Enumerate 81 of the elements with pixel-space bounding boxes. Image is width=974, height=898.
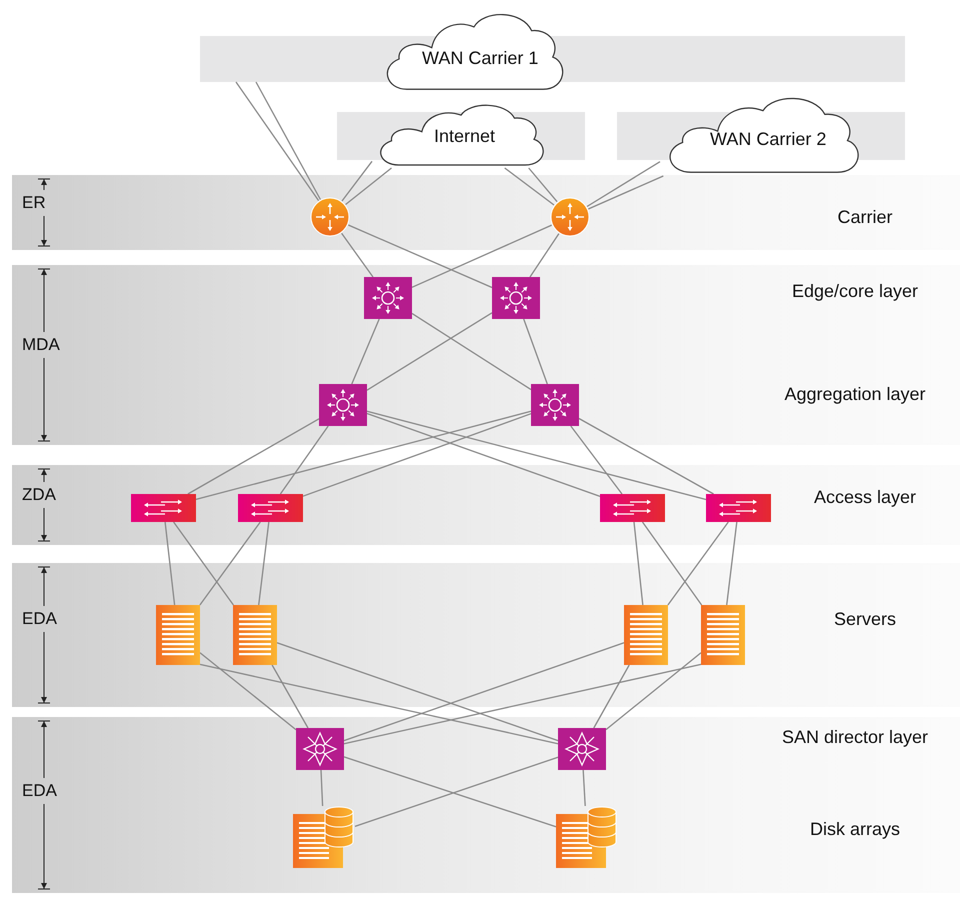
connection-line bbox=[528, 168, 558, 202]
connection-line bbox=[642, 522, 702, 606]
connection-line bbox=[582, 770, 586, 806]
connection-line bbox=[593, 664, 630, 728]
connection-line bbox=[280, 426, 329, 494]
connection-line bbox=[633, 522, 644, 606]
access-switch-icon bbox=[600, 494, 665, 522]
layer-label: SAN director layer bbox=[780, 726, 930, 748]
connection-line bbox=[578, 418, 714, 495]
layer-label: Carrier bbox=[836, 206, 894, 228]
cloud-label: WAN Carrier 1 bbox=[422, 47, 538, 69]
layer-label: Aggregation layer bbox=[783, 383, 927, 405]
layer-label: Disk arrays bbox=[808, 818, 901, 840]
connection-line bbox=[523, 318, 548, 384]
connection-line bbox=[196, 410, 532, 500]
connection-line bbox=[667, 522, 729, 606]
san-switch-icon bbox=[558, 728, 606, 770]
connection-line bbox=[366, 410, 706, 500]
connection-line bbox=[412, 224, 552, 288]
connection-line bbox=[164, 522, 176, 606]
layer-band bbox=[12, 175, 960, 250]
connection-line bbox=[606, 652, 702, 730]
connection-line bbox=[344, 642, 624, 742]
connection-line bbox=[586, 161, 660, 208]
layer-band bbox=[12, 265, 960, 445]
connection-line bbox=[188, 418, 320, 495]
connection-line bbox=[235, 82, 320, 201]
router-icon bbox=[310, 197, 350, 237]
access-switch-icon bbox=[706, 494, 771, 522]
switch-icon bbox=[492, 277, 540, 319]
cloud-label: Internet bbox=[434, 125, 496, 147]
server-icon bbox=[701, 605, 745, 665]
zone-label: MDA bbox=[22, 335, 60, 355]
switch-icon bbox=[364, 277, 412, 319]
server-icon bbox=[624, 605, 668, 665]
layer-band bbox=[12, 563, 960, 707]
connection-line bbox=[726, 522, 738, 606]
switch-icon bbox=[531, 384, 579, 426]
router-icon bbox=[550, 197, 590, 237]
server-icon bbox=[156, 605, 200, 665]
connection-line bbox=[302, 413, 532, 497]
disk-array-icon bbox=[293, 806, 355, 868]
layer-band bbox=[12, 465, 960, 545]
connection-line bbox=[173, 522, 234, 606]
layer-band bbox=[12, 717, 960, 893]
connection-line bbox=[320, 770, 324, 806]
connection-line bbox=[529, 233, 560, 278]
network-strip bbox=[200, 36, 378, 82]
connection-line bbox=[200, 664, 558, 744]
disk-array-icon bbox=[556, 806, 618, 868]
access-switch-icon bbox=[238, 494, 303, 522]
connection-line bbox=[504, 167, 554, 206]
connection-line bbox=[344, 664, 702, 744]
connection-line bbox=[570, 426, 623, 494]
layer-label: Servers bbox=[832, 608, 897, 630]
connection-line bbox=[199, 522, 261, 606]
zone-label: ZDA bbox=[22, 485, 56, 505]
layer-label: Edge/core layer bbox=[790, 280, 920, 302]
connection-line bbox=[412, 312, 532, 390]
cloud-label: WAN Carrier 2 bbox=[710, 128, 826, 150]
server-icon bbox=[233, 605, 277, 665]
connection-line bbox=[276, 642, 558, 742]
connection-line bbox=[255, 82, 321, 200]
connection-line bbox=[341, 232, 374, 278]
connection-line bbox=[588, 175, 664, 210]
connection-line bbox=[348, 224, 492, 288]
connection-line bbox=[366, 312, 492, 391]
access-switch-icon bbox=[131, 494, 196, 522]
layer-label: Access layer bbox=[812, 486, 918, 508]
connection-line bbox=[351, 318, 380, 384]
connection-line bbox=[366, 412, 600, 498]
switch-icon bbox=[319, 384, 367, 426]
san-switch-icon bbox=[296, 728, 344, 770]
zone-label: EDA bbox=[22, 781, 57, 801]
connection-line bbox=[345, 168, 392, 205]
zone-label: EDA bbox=[22, 609, 57, 629]
zone-label: ER bbox=[22, 193, 46, 213]
connection-line bbox=[200, 652, 296, 730]
connection-line bbox=[272, 664, 309, 728]
connection-line bbox=[258, 522, 270, 606]
connection-line bbox=[341, 160, 373, 202]
